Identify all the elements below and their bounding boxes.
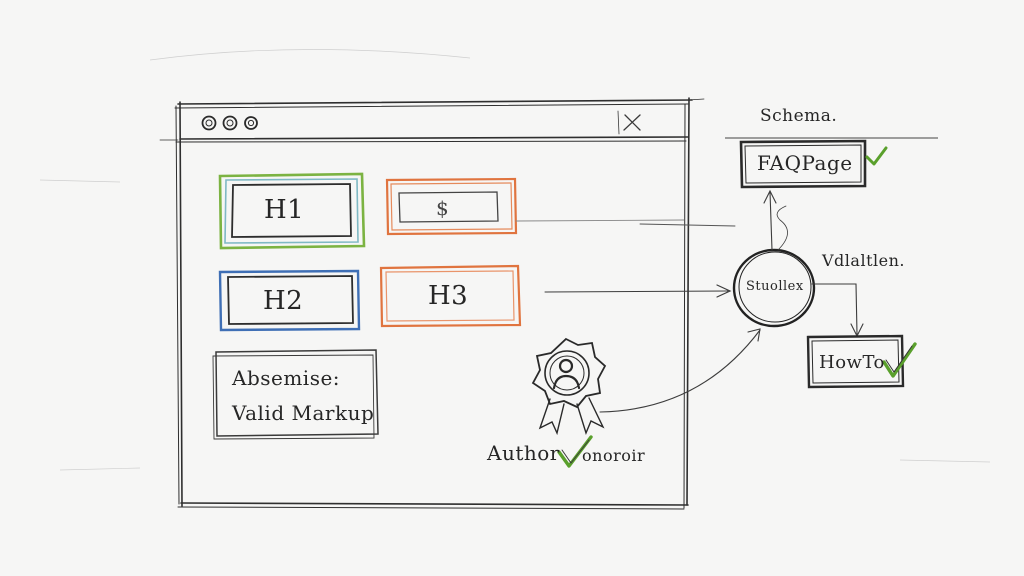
howto-label: HowTo <box>819 352 885 373</box>
connector-hub-faq <box>763 189 788 251</box>
hub-label: Stuollex <box>746 279 804 294</box>
faq-label: FAQPage <box>757 151 853 175</box>
faq-box-outline <box>739 139 867 189</box>
h3-box-outline <box>379 264 522 328</box>
connector-dollar-hub <box>639 223 736 227</box>
dollar-box-outline <box>385 177 685 236</box>
background-strokes <box>39 49 991 471</box>
markup-line-1: Absemise: <box>232 366 341 390</box>
howto-box-outline <box>806 334 905 389</box>
close-icon <box>617 110 641 135</box>
h3-label: H3 <box>428 281 469 311</box>
award-badge-icon <box>531 337 607 436</box>
validation-label: Vdlaltlen. <box>822 251 905 270</box>
h2-box-outline <box>218 269 361 332</box>
window-dot-3 <box>244 116 258 130</box>
markup-line-2: Valid Markup <box>232 401 375 425</box>
author-label: Author <box>487 441 560 465</box>
author-suffix: onoroir <box>582 446 646 465</box>
window-dot-1 <box>201 115 217 131</box>
dollar-label: $ <box>436 196 450 220</box>
window-dot-2 <box>222 115 238 131</box>
h1-label: H1 <box>264 195 305 225</box>
connector-h3-hub <box>544 284 732 298</box>
h2-label: H2 <box>263 286 304 316</box>
hub-circle <box>732 248 816 328</box>
connector-hub-howto <box>811 283 864 338</box>
faq-check-icon <box>865 146 888 166</box>
schema-title: Schema. <box>760 106 838 126</box>
markup-box-outline <box>212 349 379 440</box>
howto-check-icon <box>882 342 917 378</box>
author-check-icon <box>557 435 593 468</box>
h1-box-outline <box>218 172 366 250</box>
browser-window-frame <box>159 97 705 510</box>
connector-badge-hub <box>599 328 761 413</box>
